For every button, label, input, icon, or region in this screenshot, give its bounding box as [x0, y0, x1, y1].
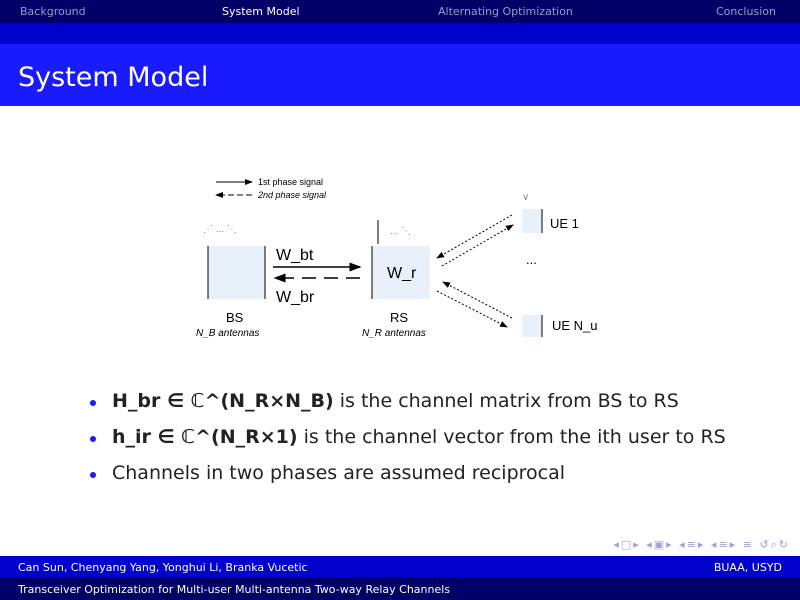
bullet-item: h_ir ∈ ℂ^(N_R×1) is the channel vector f… — [88, 426, 726, 462]
bs-label: BS — [226, 310, 244, 325]
legend-phase1: 1st phase signal — [258, 177, 323, 187]
bullet-text: is the channel vector from the ith user … — [303, 426, 726, 448]
section-nav: Background System Model Alternating Opti… — [0, 0, 800, 23]
bullet-math: h_ir ∈ ℂ^(N_R×1) — [112, 426, 298, 448]
bullet-math: H_br ∈ ℂ^(N_R×N_B) — [112, 390, 334, 412]
ue1-box — [522, 209, 542, 233]
bullet-text: Channels in two phases are assumed recip… — [112, 462, 566, 484]
rs-antennas: N_R antennas — [362, 328, 426, 339]
w-r-label: W_r — [387, 265, 417, 282]
beamer-nav-symbols[interactable]: ◂□▸ ◂▣▸ ◂≡▸ ◂≡▸ ≡ ↺⌕↻ — [613, 538, 790, 551]
nav-background[interactable]: Background — [20, 5, 86, 18]
w-bt-label: W_bt — [276, 247, 314, 264]
slide-title: System Model — [18, 62, 209, 93]
bs-antenna-icons: ⋰ ... ⋱ — [203, 224, 237, 235]
footer-authors: Can Sun, Chenyang Yang, Yonghui Li, Bran… — [18, 561, 308, 574]
bullet-text: is the channel matrix from BS to RS — [339, 390, 679, 412]
footer-title-bar: Transceiver Optimization for Multi-user … — [0, 578, 800, 600]
footer-talk-title: Transceiver Optimization for Multi-user … — [18, 583, 451, 596]
ue-dots: ... — [526, 252, 537, 267]
ue1-label: UE 1 — [550, 216, 579, 231]
bullet-item: H_br ∈ ℂ^(N_R×N_B) is the channel matrix… — [88, 390, 726, 426]
nav-alternating-optimization[interactable]: Alternating Optimization — [438, 5, 573, 18]
legend-phase2: 2nd phase signal — [257, 190, 327, 200]
footer-authors-bar: Can Sun, Chenyang Yang, Yonghui Li, Bran… — [0, 556, 800, 578]
w-br-label: W_br — [276, 289, 315, 306]
nav-conclusion[interactable]: Conclusion — [716, 5, 776, 18]
ue-antenna-icon: ∨ — [522, 192, 529, 203]
nav-system-model[interactable]: System Model — [222, 5, 300, 18]
bs-box — [208, 246, 265, 299]
rs-antenna-icons: ... ⋱ — [390, 226, 411, 237]
header-band — [0, 23, 800, 44]
title-bar: System Model — [0, 44, 800, 106]
bullet-list: H_br ∈ ℂ^(N_R×N_B) is the channel matrix… — [88, 390, 726, 498]
uen-label: UE N_u — [552, 318, 598, 333]
uen-box — [522, 315, 542, 337]
footer-affiliation: BUAA, USYD — [713, 561, 782, 574]
rs-box — [372, 246, 430, 299]
bullet-item: Channels in two phases are assumed recip… — [88, 462, 726, 498]
rs-label: RS — [390, 310, 408, 325]
bs-antennas: N_B antennas — [196, 328, 259, 339]
